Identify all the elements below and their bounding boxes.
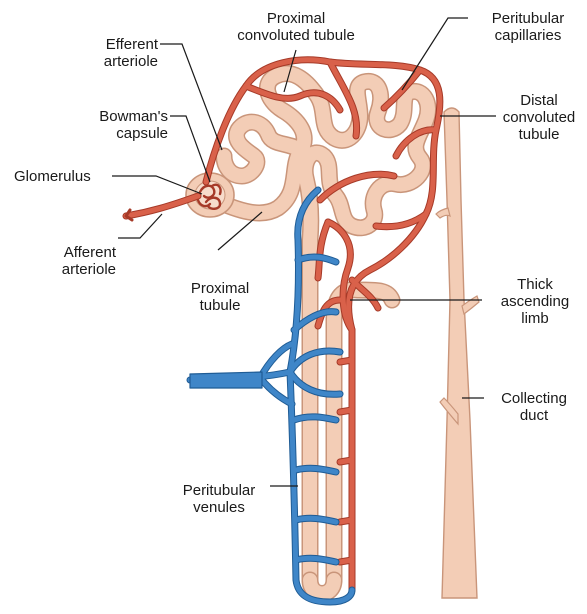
label-bowmans-capsule: Bowman's capsule [82,108,168,142]
label-proximal-tubule: Proximal tubule [170,280,270,314]
leader-efferent-arteriole [160,44,222,150]
label-peritubular-capillaries: Peritubular capillaries [476,10,580,44]
label-thick-ascending-limb: Thick ascending limb [490,276,580,327]
label-distal-convoluted-tubule: Distal convoluted tubule [496,92,582,143]
label-glomerulus: Glomerulus [14,168,114,185]
collecting-duct-shape [436,108,479,598]
label-collecting-duct: Collecting duct [488,390,580,424]
label-efferent-arteriole: Efferent arteriole [70,36,158,70]
label-afferent-arteriole: Afferent arteriole [30,244,116,278]
leader-bowmans-capsule [170,116,210,182]
label-peritubular-venules: Peritubular venules [170,482,268,516]
label-proximal-convoluted-tubule: Proximal convoluted tubule [226,10,366,44]
